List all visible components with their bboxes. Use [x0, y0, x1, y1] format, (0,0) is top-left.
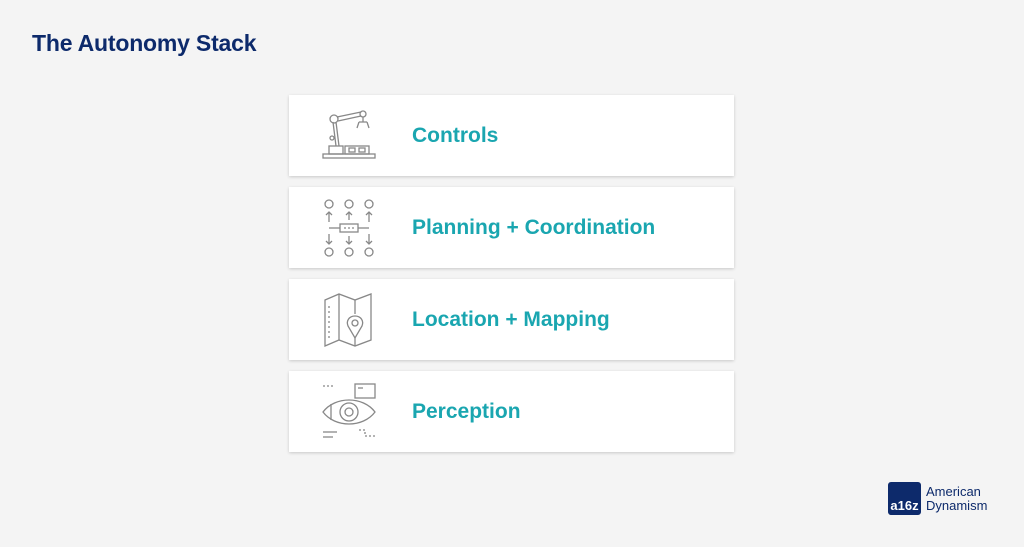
brand-logo: a16z American Dynamism: [888, 482, 987, 515]
stack-item-location: Location + Mapping: [289, 279, 734, 360]
stack-item-perception: Perception: [289, 371, 734, 452]
stack-item-label: Location + Mapping: [412, 307, 610, 331]
stack-item-label: Planning + Coordination: [412, 215, 656, 239]
brand-line-2: Dynamism: [926, 497, 988, 513]
brand-name: American Dynamism: [926, 483, 988, 513]
map-pin-icon: [317, 288, 381, 352]
stack-item-controls: Controls: [289, 95, 734, 176]
stack-item-label: Perception: [412, 399, 521, 423]
a16z-logo: a16z: [888, 482, 921, 515]
stack-item-label: Controls: [412, 123, 499, 147]
eye-scan-icon: [317, 380, 381, 444]
robotic-arm-icon: [317, 104, 381, 168]
brand-line-1: American: [926, 483, 981, 499]
page-title: The Autonomy Stack: [32, 30, 257, 56]
stack-item-planning: Planning + Coordination: [289, 187, 734, 268]
autonomy-stack: Controls Planning + Coordination: [289, 95, 734, 463]
planning-network-icon: [317, 196, 381, 260]
